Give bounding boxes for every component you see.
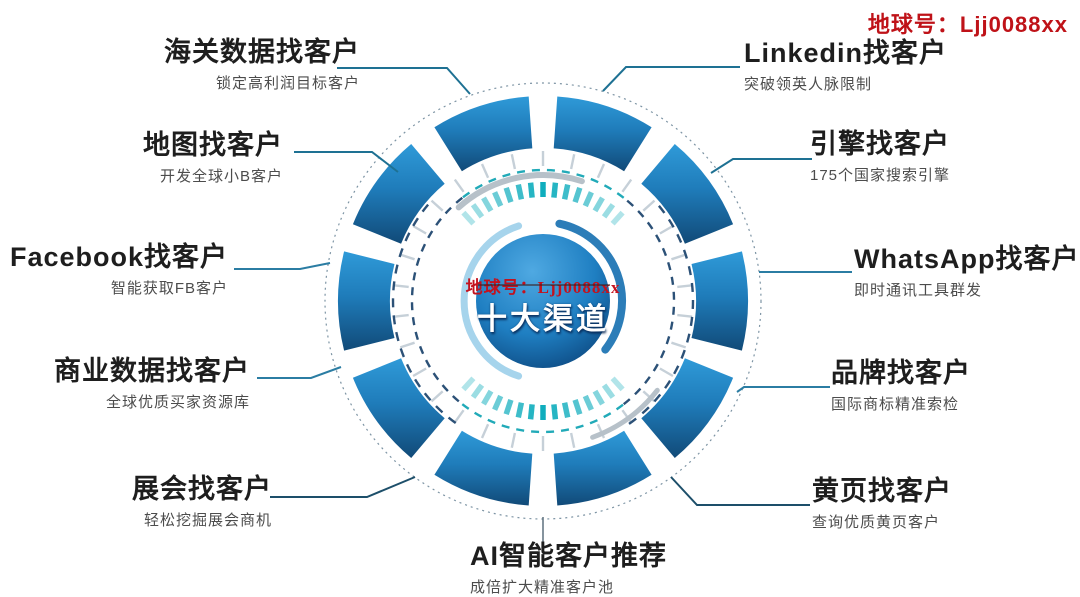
channel-title: WhatsApp找客户 xyxy=(854,244,1080,274)
channel-label-exhibition: 展会找客户 轻松挖掘展会商机 xyxy=(132,474,272,530)
channel-title: AI智能客户推荐 xyxy=(470,541,667,571)
watermark-strike-line xyxy=(478,284,610,286)
channel-label-engine: 引擎找客户 175个国家搜索引擎 xyxy=(810,129,951,185)
channel-subtitle: 智能获取FB客户 xyxy=(110,279,228,297)
channel-label-map: 地图找客户 开发全球小B客户 xyxy=(143,130,283,186)
channel-label-ai: AI智能客户推荐 成倍扩大精准客户池 xyxy=(470,541,667,597)
channel-title: 引擎找客户 xyxy=(810,129,950,159)
channel-label-brand: 品牌找客户 国际商标精准索检 xyxy=(831,358,971,414)
channel-subtitle: 轻松挖掘展会商机 xyxy=(143,511,272,529)
channel-subtitle: 全球优质买家资源库 xyxy=(105,393,250,411)
channel-title: 商业数据找客户 xyxy=(54,356,250,386)
channel-subtitle: 查询优质黄页客户 xyxy=(812,513,941,531)
channel-subtitle: 国际商标精准索检 xyxy=(831,395,960,413)
channel-label-facebook: Facebook找客户 智能获取FB客户 xyxy=(9,242,228,298)
dashed-rings xyxy=(391,168,695,434)
watermark-top-right: 地球号：Ljj0088xx xyxy=(867,12,1068,37)
inner-arcs xyxy=(460,219,627,380)
channel-title: 地图找客户 xyxy=(143,130,283,160)
teal-tick-arcs xyxy=(461,182,625,420)
channel-title: Linkedin找客户 xyxy=(744,38,948,68)
channel-label-customs: 海关数据找客户 锁定高利润目标客户 xyxy=(164,37,360,93)
channel-label-whatsapp: WhatsApp找客户 即时通讯工具群发 xyxy=(854,244,1080,300)
channel-title: 展会找客户 xyxy=(132,474,272,504)
center-sphere xyxy=(476,234,610,368)
channel-subtitle: 即时通讯工具群发 xyxy=(854,281,983,299)
channel-title: 黄页找客户 xyxy=(812,476,952,506)
connector-lines xyxy=(234,66,852,542)
channel-subtitle: 175个国家搜索引擎 xyxy=(810,166,951,184)
channel-subtitle: 开发全球小B客户 xyxy=(159,167,283,185)
gray-accent-arcs xyxy=(455,172,660,440)
channel-segments xyxy=(338,96,748,506)
channel-title: 海关数据找客户 xyxy=(164,37,360,67)
channel-title: Facebook找客户 xyxy=(9,242,228,272)
channel-label-yellow-pages: 黄页找客户 查询优质黄页客户 xyxy=(812,476,952,532)
channel-label-linkedin: Linkedin找客户 突破领英人脉限制 xyxy=(744,38,948,94)
watermark-center: 地球号：Ljj0088xx xyxy=(465,278,621,297)
channel-subtitle: 锁定高利润目标客户 xyxy=(215,74,360,92)
wheel-center-title: 十大渠道 xyxy=(477,303,609,336)
channel-title: 品牌找客户 xyxy=(831,358,971,388)
channel-subtitle: 成倍扩大精准客户池 xyxy=(470,578,615,596)
channel-subtitle: 突破领英人脉限制 xyxy=(744,75,873,93)
channel-label-business-data: 商业数据找客户 全球优质买家资源库 xyxy=(54,356,250,412)
